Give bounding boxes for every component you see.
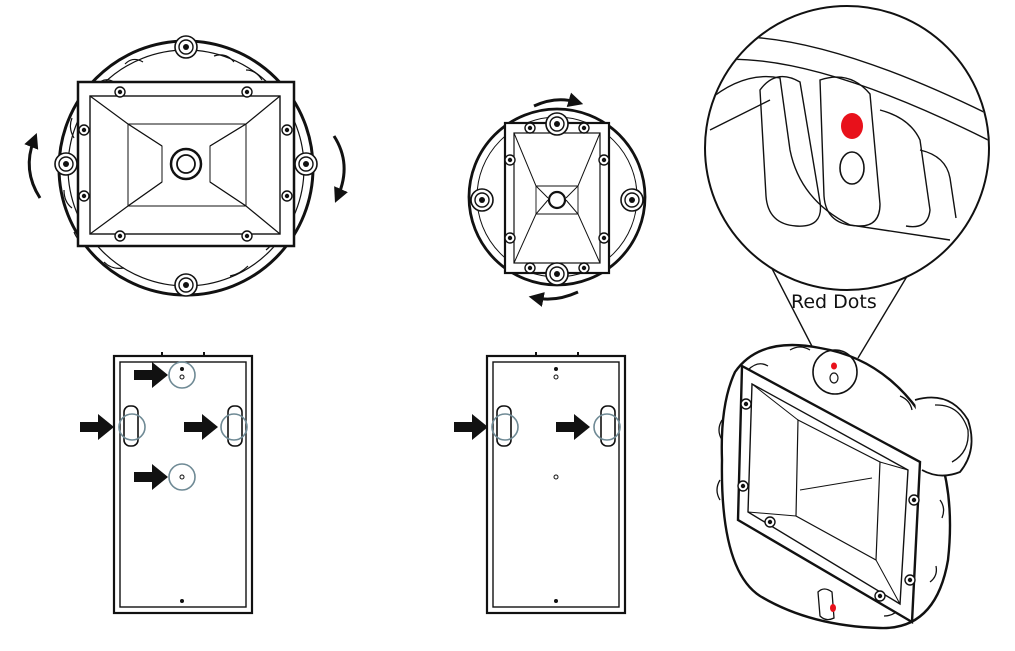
- rotate-cw-arrow-icon: [332, 135, 348, 203]
- red-dot-marker: [830, 604, 836, 612]
- cabinet-four-point-view: [112, 352, 254, 615]
- large-horn-front-view: [54, 35, 318, 297]
- rotate-bottom-arrow-icon: [528, 290, 579, 307]
- rotate-top-arrow-icon: [533, 92, 584, 108]
- pointer-arrow-icon: [80, 414, 114, 440]
- small-horn-front-view: [467, 107, 647, 287]
- pointer-arrow-icon: [454, 414, 488, 440]
- red-dot-marker: [831, 362, 837, 370]
- red-dots-callout: Red Dots: [704, 5, 990, 359]
- horn-isometric-view: [716, 343, 973, 630]
- rotate-ccw-arrow-icon: [24, 133, 42, 199]
- red-dot-marker: [841, 113, 863, 139]
- red-dots-label: Red Dots: [791, 291, 877, 313]
- cabinet-two-point-view: [485, 352, 627, 615]
